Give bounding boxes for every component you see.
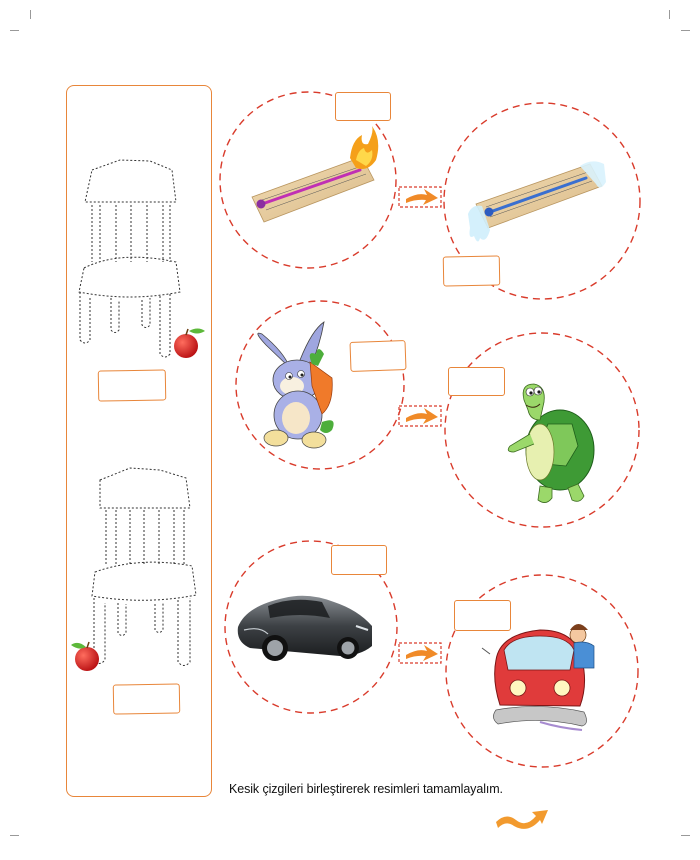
answer-box-cold[interactable]	[442, 255, 501, 287]
dotted-chair-1	[78, 159, 181, 358]
arrow-icon-1	[398, 186, 442, 208]
circle-new-car	[224, 540, 398, 714]
chairs-panel	[66, 85, 212, 797]
hot-thermometer	[251, 126, 379, 223]
cold-thermometer	[468, 161, 606, 242]
crop-mark	[669, 10, 670, 19]
answer-box-chair-1[interactable]	[97, 369, 167, 402]
apple-2	[71, 641, 99, 671]
crop-mark	[30, 10, 31, 19]
circle-old-car	[445, 574, 639, 768]
circle-cold	[443, 102, 641, 300]
rabbit-illustration	[257, 321, 334, 449]
turtle-illustration	[507, 383, 595, 503]
answer-box-new-car[interactable]	[331, 545, 387, 575]
crop-mark	[10, 30, 19, 31]
answer-box-rabbit[interactable]	[349, 340, 407, 372]
crop-mark	[681, 30, 690, 31]
answer-box-old-car[interactable]	[454, 600, 511, 631]
curly-arrow-icon	[496, 810, 548, 829]
old-car-illustration	[481, 624, 595, 731]
dotted-chair-2	[91, 467, 197, 666]
apple-1	[174, 328, 205, 358]
crop-mark	[681, 835, 690, 836]
circle-rabbit	[235, 300, 405, 470]
instruction-text: Kesik çizgileri birleştirerek resimleri …	[229, 782, 503, 796]
circle-hot	[219, 91, 397, 269]
answer-box-hot[interactable]	[335, 92, 391, 121]
circle-turtle	[444, 332, 640, 528]
answer-box-turtle[interactable]	[448, 367, 505, 396]
arrow-icon-2	[398, 405, 442, 427]
new-car-illustration	[237, 595, 372, 661]
arrow-icon-3	[398, 642, 442, 664]
crop-mark	[10, 835, 19, 836]
answer-box-chair-2[interactable]	[112, 683, 181, 715]
